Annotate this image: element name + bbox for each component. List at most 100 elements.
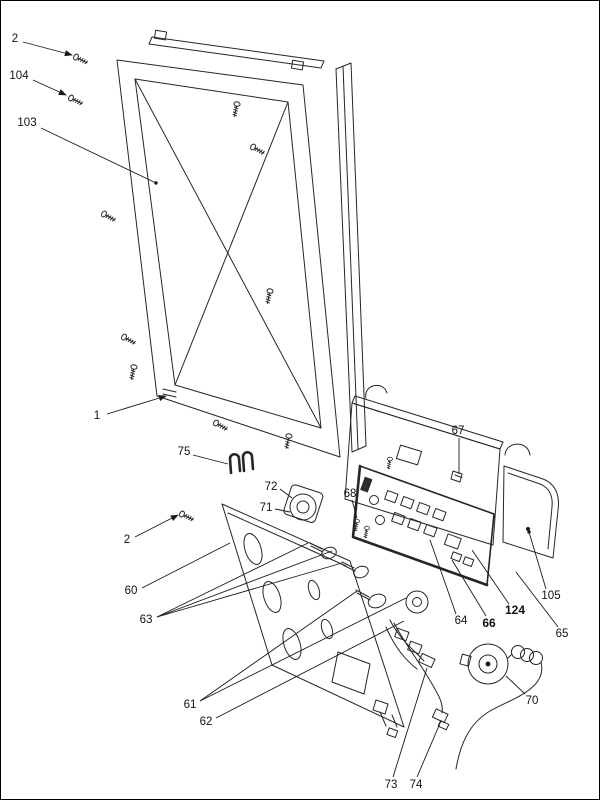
end-cap-panel xyxy=(502,465,559,559)
screw-icon xyxy=(282,432,293,450)
leader-line-70 xyxy=(505,675,526,695)
callout-label-60: 60 xyxy=(125,585,138,597)
screw-icon xyxy=(67,93,85,108)
oval-cutout xyxy=(243,533,263,565)
knob xyxy=(341,561,369,579)
callout-label-71: 71 xyxy=(260,502,273,514)
screw-icon xyxy=(385,456,394,471)
relay-component xyxy=(384,490,399,504)
rear-panel xyxy=(116,59,341,458)
console-panel xyxy=(221,503,405,738)
screw-icon xyxy=(249,142,267,157)
harness-connector xyxy=(394,627,410,642)
callout-label-104: 104 xyxy=(9,70,29,82)
callout-label-103: 103 xyxy=(17,117,36,129)
buzzer-component xyxy=(369,495,379,505)
leader-line-61 xyxy=(199,597,407,702)
screw-icon xyxy=(178,509,196,524)
oval-cutout xyxy=(282,628,302,660)
screw-icon xyxy=(212,418,230,433)
top-trim-panel xyxy=(148,29,325,71)
artwork xyxy=(67,29,559,770)
display-cutout xyxy=(331,651,371,695)
rotary-switch xyxy=(405,590,429,614)
leader-line-73 xyxy=(392,667,428,778)
leader-line-124 xyxy=(471,549,510,605)
leader-line-63 xyxy=(156,562,343,618)
harness-connector xyxy=(431,708,449,723)
speaker-assembly xyxy=(283,484,324,523)
callout-label-2: 2 xyxy=(124,534,130,546)
leader-line-74 xyxy=(416,720,442,778)
screw-icon xyxy=(230,100,241,118)
console-support-panel xyxy=(344,384,531,546)
leader-line-104 xyxy=(32,79,67,96)
leader-line-103 xyxy=(40,127,157,184)
screw-icon xyxy=(263,287,274,305)
leader-line-63 xyxy=(156,542,309,618)
callout-label-61: 61 xyxy=(184,699,197,711)
leader-line-1 xyxy=(106,395,167,415)
screw-icon xyxy=(127,363,138,381)
leader-dot-103 xyxy=(154,181,158,185)
relay-component xyxy=(423,524,438,538)
leader-line-61 xyxy=(199,590,358,702)
pressure-switch xyxy=(455,643,543,770)
relay-component xyxy=(443,533,462,550)
board-connector xyxy=(462,556,475,567)
leader-line-68 xyxy=(351,499,358,519)
relay-component xyxy=(432,508,447,522)
leader-dot-105 xyxy=(527,530,531,534)
rear-side-panel xyxy=(335,62,367,453)
screw-icon xyxy=(72,52,90,67)
board-connector xyxy=(450,551,463,562)
oval-cutout xyxy=(262,581,282,613)
callout-label-73: 73 xyxy=(385,779,398,791)
callout-label-1: 1 xyxy=(94,410,100,422)
callout-label-64: 64 xyxy=(455,615,468,627)
callout-label-68: 68 xyxy=(344,488,357,500)
knob xyxy=(309,542,337,560)
leader-line-72 xyxy=(279,488,293,499)
buzzer-component xyxy=(375,515,385,525)
leader-line-105 xyxy=(528,531,547,590)
harness-connector xyxy=(418,652,436,668)
leader-line-60 xyxy=(141,542,231,589)
screw-icon xyxy=(100,209,118,224)
leader-line-2 xyxy=(134,514,179,538)
leader-line-66 xyxy=(451,559,487,617)
retainer-clip xyxy=(228,450,255,475)
speaker-bracket xyxy=(283,484,324,523)
callout-label-72: 72 xyxy=(265,481,278,493)
panel-bottom-bracket xyxy=(162,388,177,398)
relay-component xyxy=(400,496,415,510)
small-cutout xyxy=(307,579,321,601)
callout-label-66: 66 xyxy=(482,616,496,630)
harness-connector xyxy=(437,720,450,731)
callout-label-2: 2 xyxy=(12,33,18,45)
screw-icon xyxy=(362,525,371,540)
callout-label-65: 65 xyxy=(556,628,569,640)
screw-icon xyxy=(120,332,138,347)
callout-label-105: 105 xyxy=(541,590,560,602)
capacitor-component xyxy=(360,476,373,493)
harness-connector xyxy=(407,640,423,655)
callout-label-70: 70 xyxy=(526,695,539,707)
leader-line-71 xyxy=(274,508,291,513)
wire-harness xyxy=(385,619,450,731)
leader-line-75 xyxy=(192,454,229,465)
leader-line-62 xyxy=(215,620,405,719)
leader-line-2 xyxy=(22,41,73,57)
relay-component xyxy=(391,512,406,526)
relay-component xyxy=(416,502,431,516)
relay-component xyxy=(407,518,422,532)
control-knobs xyxy=(309,542,429,614)
leader-line-64 xyxy=(429,539,457,615)
callout-label-124: 124 xyxy=(505,603,525,617)
control-board xyxy=(351,464,495,587)
callout-label-75: 75 xyxy=(178,446,191,458)
leader-line-65 xyxy=(515,571,559,628)
